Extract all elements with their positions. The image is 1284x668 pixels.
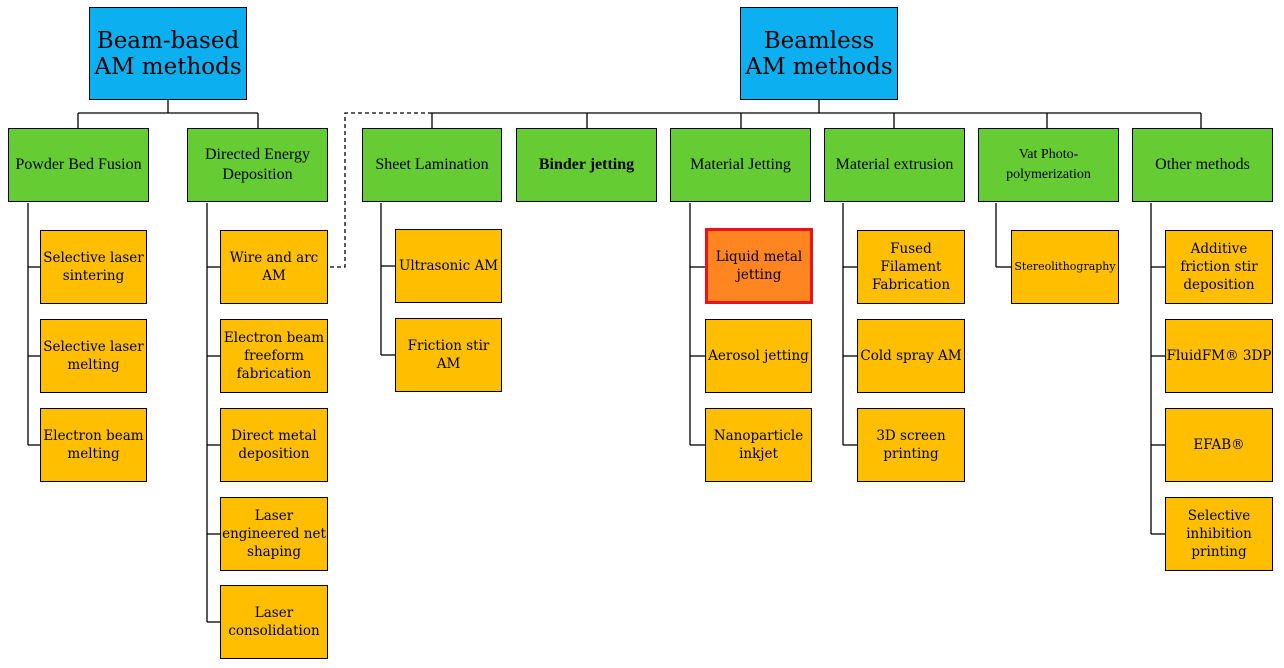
category-powder-bed-fusion: Powder Bed Fusion bbox=[8, 128, 149, 202]
category-other-methods: Other methods bbox=[1132, 128, 1273, 202]
category-vat-photopolymerization: Vat Photo-polymerization bbox=[978, 128, 1119, 202]
root-beamless: Beamless AM methods bbox=[740, 7, 898, 100]
leaf-cold-spray-am: Cold spray AM bbox=[857, 319, 965, 393]
leaf-aerosol-jetting: Aerosol jetting bbox=[705, 319, 812, 393]
category-sheet-lamination: Sheet Lamination bbox=[362, 128, 502, 202]
leaf-stereolithography: Stereolithography bbox=[1011, 230, 1119, 304]
category-directed-energy-deposition: Directed Energy Deposition bbox=[187, 128, 328, 202]
leaf-additive-friction-stir-deposition: Additive friction stir deposition bbox=[1165, 230, 1273, 304]
leaf-wire-and-arc-am: Wire and arc AM bbox=[220, 230, 328, 304]
leaf-efab: EFAB® bbox=[1165, 408, 1273, 482]
leaf-electron-beam-freeform-fabrication: Electron beam freeform fabrication bbox=[220, 319, 328, 393]
leaf-laser-engineered-net-shaping: Laser engineered net shaping bbox=[220, 497, 328, 571]
leaf-selective-inhibition-printing: Selective inhibition printing bbox=[1165, 497, 1273, 571]
category-binder-jetting: Binder jetting bbox=[516, 128, 657, 202]
leaf-electron-beam-melting: Electron beam melting bbox=[40, 408, 147, 482]
leaf-fluidfm-3dp: FluidFM® 3DP bbox=[1165, 319, 1273, 393]
leaf-direct-metal-deposition: Direct metal deposition bbox=[220, 408, 328, 482]
leaf-selective-laser-sintering: Selective laser sintering bbox=[40, 230, 147, 304]
leaf-fused-filament-fabrication: Fused Filament Fabrication bbox=[857, 230, 965, 304]
root-beam-based: Beam-based AM methods bbox=[89, 7, 247, 100]
leaf-3d-screen-printing: 3D screen printing bbox=[857, 408, 965, 482]
leaf-laser-consolidation: Laser consolidation bbox=[220, 585, 328, 659]
leaf-nanoparticle-inkjet: Nanoparticle inkjet bbox=[705, 408, 812, 482]
category-material-jetting: Material Jetting bbox=[670, 128, 811, 202]
leaf-friction-stir-am: Friction stir AM bbox=[395, 318, 502, 392]
category-material-extrusion: Material extrusion bbox=[824, 128, 965, 202]
leaf-ultrasonic-am: Ultrasonic AM bbox=[395, 229, 502, 303]
leaf-liquid-metal-jetting: Liquid metal jetting bbox=[705, 228, 813, 304]
leaf-selective-laser-melting: Selective laser melting bbox=[40, 319, 147, 393]
